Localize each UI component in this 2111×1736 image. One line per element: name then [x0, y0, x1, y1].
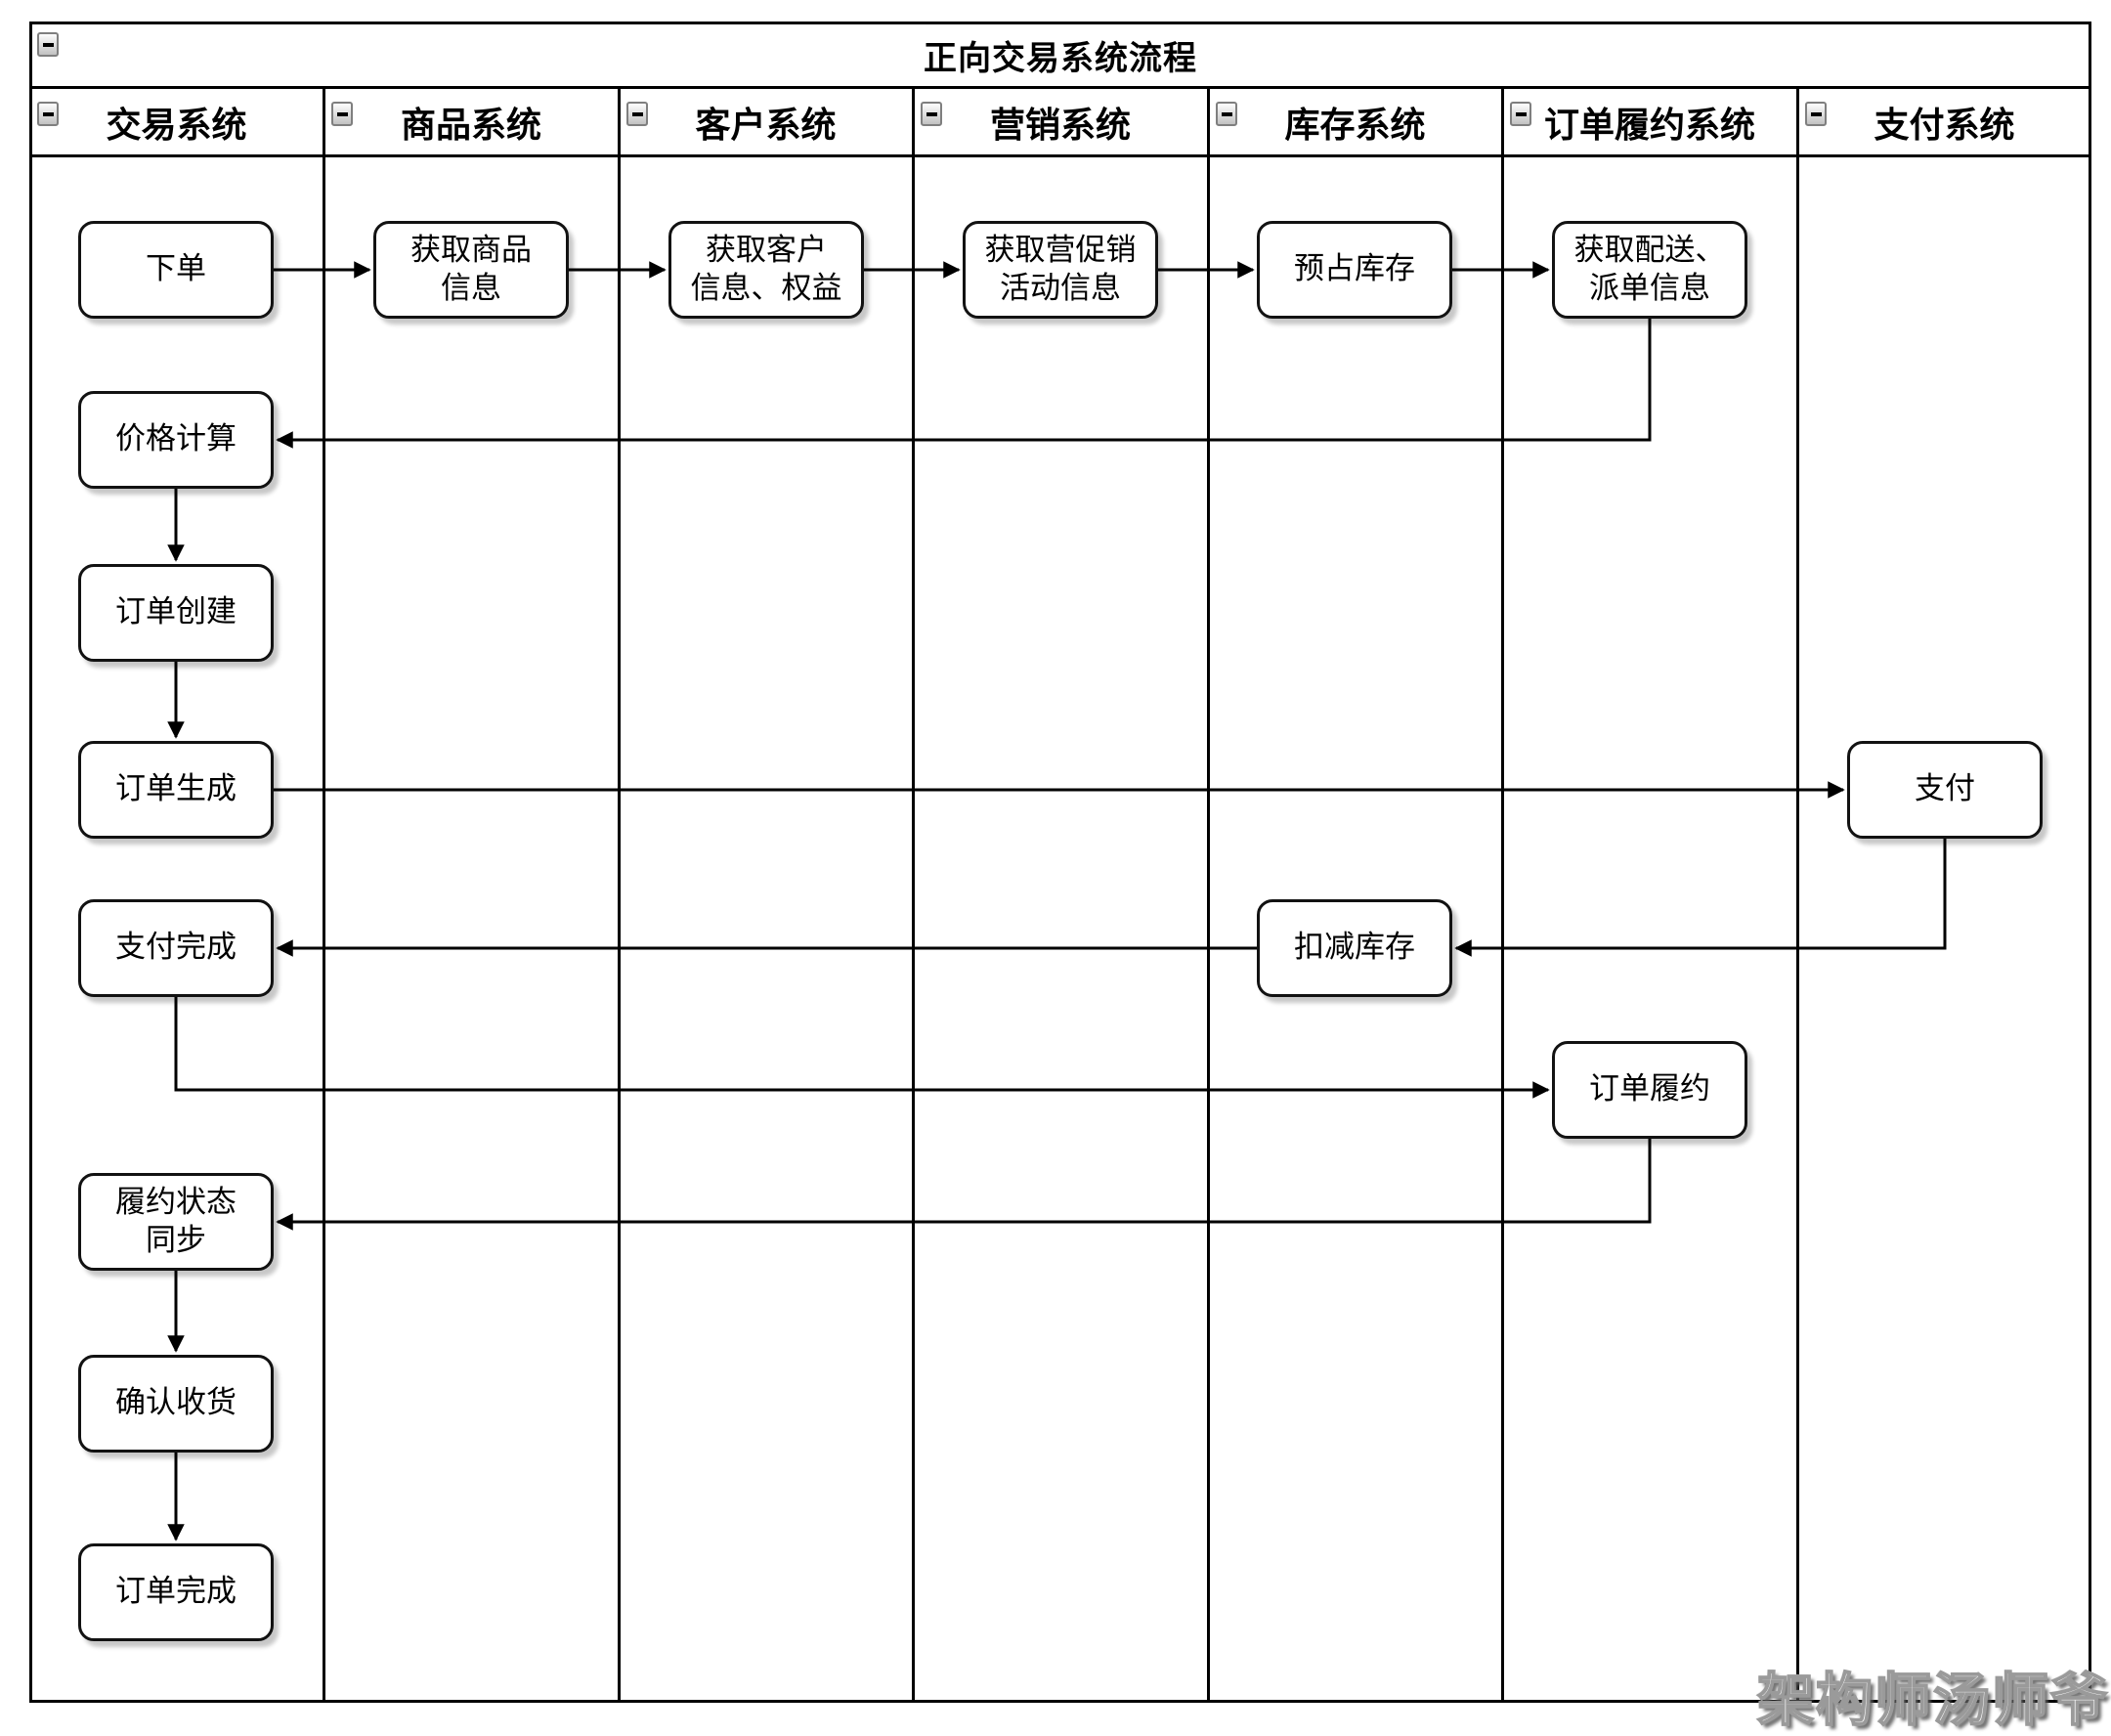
lane-divider	[323, 88, 325, 1703]
lane-header-product[interactable]: 商品系统	[323, 88, 619, 156]
lane-divider	[912, 88, 915, 1703]
edge-pay-deduct-inventory[interactable]	[1454, 839, 1947, 957]
flow-node-get-delivery-info[interactable]: 获取配送、 派单信息	[1552, 221, 1747, 319]
flow-node-order-fulfill[interactable]: 订单履约	[1552, 1041, 1747, 1139]
lane-header-inventory[interactable]: 库存系统	[1208, 88, 1502, 156]
flow-node-deduct-inventory[interactable]: 扣减库存	[1257, 899, 1452, 997]
flow-node-price-calc[interactable]: 价格计算	[78, 391, 274, 489]
lane-header-trade[interactable]: 交易系统	[29, 88, 323, 156]
lane-divider	[1501, 88, 1504, 1703]
lane-label: 订单履约系统	[1543, 106, 1755, 146]
lane-header-marketing[interactable]: 营销系统	[913, 88, 1208, 156]
lane-label: 交易系统	[106, 106, 247, 146]
minus-glyph	[1221, 111, 1232, 116]
title-separator	[29, 86, 2091, 89]
lane-label: 营销系统	[989, 106, 1131, 146]
edge-get-delivery-info-price-calc[interactable]	[276, 319, 1652, 449]
lane-divider	[618, 88, 621, 1703]
lane-label: 库存系统	[1284, 106, 1426, 146]
lane-label: 客户系统	[695, 106, 837, 146]
flow-node-place-order[interactable]: 下单	[78, 221, 274, 319]
edge-pay-done-order-fulfill[interactable]	[174, 997, 1550, 1099]
page-title: 正向交易系统流程	[924, 38, 1197, 78]
minus-glyph	[1515, 111, 1527, 116]
minus-glyph	[1810, 111, 1822, 116]
lane-header-fulfillment[interactable]: 订单履约系统	[1502, 88, 1797, 156]
collapse-icon[interactable]	[331, 102, 353, 126]
collapse-icon[interactable]	[921, 102, 942, 126]
edge-order-fulfill-fulfill-status-sync[interactable]	[276, 1139, 1652, 1231]
lane-header-payment[interactable]: 支付系统	[1797, 88, 2091, 156]
title-bar: 正向交易系统流程	[29, 22, 2091, 88]
flow-node-confirm-receipt[interactable]: 确认收货	[78, 1355, 274, 1453]
collapse-icon[interactable]	[626, 102, 648, 126]
lane-label: 支付系统	[1874, 106, 2015, 146]
watermark: 架构师汤师爷	[1756, 1666, 2109, 1734]
flow-node-order-create[interactable]: 订单创建	[78, 564, 274, 662]
collapse-icon[interactable]	[1216, 102, 1237, 126]
lane-divider	[1207, 88, 1210, 1703]
minus-glyph	[42, 42, 54, 47]
flow-node-pay[interactable]: 支付	[1847, 741, 2043, 839]
lane-header-customer[interactable]: 客户系统	[619, 88, 913, 156]
flow-node-get-promo-info[interactable]: 获取营促销 活动信息	[963, 221, 1158, 319]
collapse-icon[interactable]	[1510, 102, 1531, 126]
flow-node-get-product-info[interactable]: 获取商品 信息	[373, 221, 569, 319]
minus-glyph	[42, 111, 54, 116]
collapse-icon[interactable]	[37, 102, 59, 126]
flow-node-pay-done[interactable]: 支付完成	[78, 899, 274, 997]
flow-node-get-customer-info[interactable]: 获取客户 信息、权益	[668, 221, 864, 319]
lane-divider	[1796, 88, 1799, 1703]
minus-glyph	[926, 111, 937, 116]
flow-node-fulfill-status-sync[interactable]: 履约状态 同步	[78, 1173, 274, 1271]
lane-label: 商品系统	[400, 106, 541, 146]
minus-glyph	[631, 111, 643, 116]
flow-node-order-complete[interactable]: 订单完成	[78, 1543, 274, 1641]
flow-node-order-generate[interactable]: 订单生成	[78, 741, 274, 839]
header-separator	[29, 154, 2091, 157]
minus-glyph	[336, 111, 348, 116]
collapse-icon[interactable]	[1805, 102, 1827, 126]
flow-node-reserve-inventory[interactable]: 预占库存	[1257, 221, 1452, 319]
collapse-icon[interactable]	[37, 32, 59, 57]
